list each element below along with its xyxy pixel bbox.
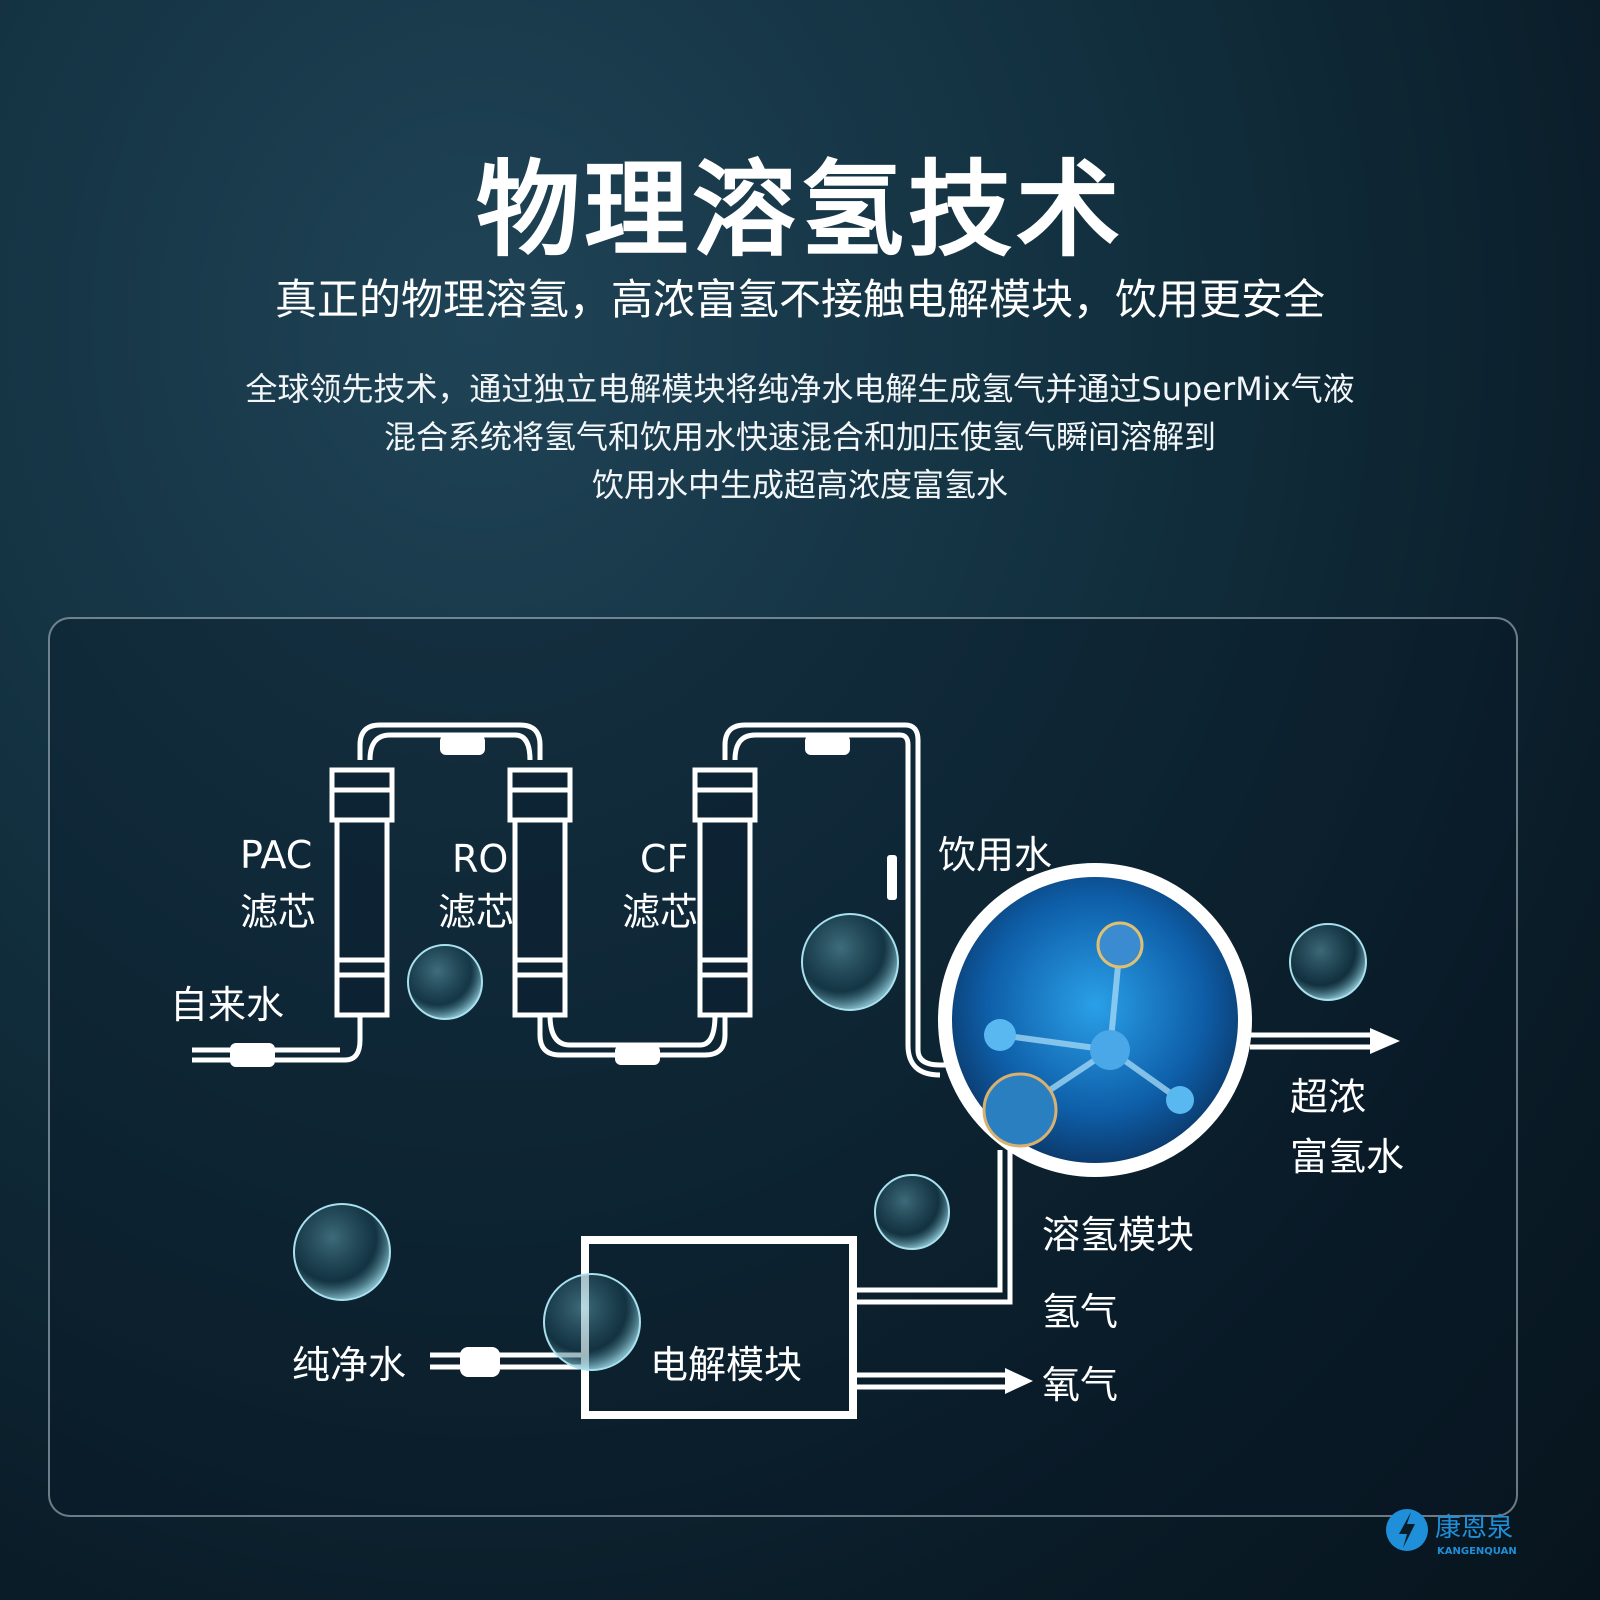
outlet-arrow-icon — [1370, 1028, 1400, 1054]
pac-filter-icon — [329, 767, 395, 1018]
valve-icon — [440, 735, 485, 755]
pure-water-label: 纯净水 — [292, 1343, 406, 1387]
valve-icon — [460, 1347, 500, 1377]
logo-name: 康恩泉 — [1435, 1513, 1513, 1543]
valve-icon — [887, 855, 897, 900]
bubble-icon — [801, 913, 899, 1011]
valve-icon — [230, 1043, 275, 1067]
description-line-2: 混合系统将氢气和饮用水快速混合和加压使氢气瞬间溶解到 — [383, 418, 1216, 456]
bubble-icon — [407, 944, 483, 1020]
electrolysis-module-label: 电解模块 — [650, 1343, 802, 1387]
tap-water-label: 自来水 — [170, 983, 284, 1027]
ro-filter-icon — [507, 767, 573, 1018]
super-rich-label: 超浓 — [1290, 1075, 1366, 1119]
drinking-water-label: 饮用水 — [938, 833, 1052, 877]
bubble-icon — [543, 1273, 641, 1371]
valve-icon — [805, 735, 850, 755]
brand-logo: 康恩泉 KANGENQUAN — [1385, 1500, 1535, 1560]
cf-label: CF — [640, 837, 688, 881]
logo-latin: KANGENQUAN — [1437, 1546, 1517, 1557]
subtitle: 真正的物理溶氢，高浓富氢不接触电解模块，饮用更安全 — [274, 275, 1325, 324]
dissolve-module-icon — [938, 863, 1252, 1177]
oxygen-arrow-icon — [1005, 1368, 1033, 1394]
ro-label: RO — [452, 837, 508, 881]
hydrogen-label: 氢气 — [1042, 1290, 1118, 1334]
diagram-panel — [48, 617, 1518, 1517]
page-title: 物理溶氢技术 — [475, 149, 1124, 271]
cf-filter-icon — [692, 767, 758, 1018]
rich-hydrogen-water-label: 富氢水 — [1290, 1135, 1404, 1179]
cf-filter-label: 滤芯 — [622, 890, 698, 934]
pac-label: PAC — [240, 833, 312, 877]
description-line-3: 饮用水中生成超高浓度富氢水 — [591, 466, 1008, 504]
bubble-icon — [293, 1203, 391, 1301]
pac-filter-label: 滤芯 — [240, 890, 316, 934]
ro-filter-label: 滤芯 — [438, 890, 514, 934]
description-line-1: 全球领先技术，通过独立电解模块将纯净水电解生成氢气并通过SuperMix气液 — [245, 370, 1355, 408]
oxygen-label: 氧气 — [1042, 1363, 1118, 1407]
dissolve-module-label: 溶氢模块 — [1042, 1213, 1194, 1257]
valve-icon — [615, 1045, 660, 1065]
bubble-icon — [1289, 923, 1367, 1001]
bubble-icon — [874, 1174, 950, 1250]
